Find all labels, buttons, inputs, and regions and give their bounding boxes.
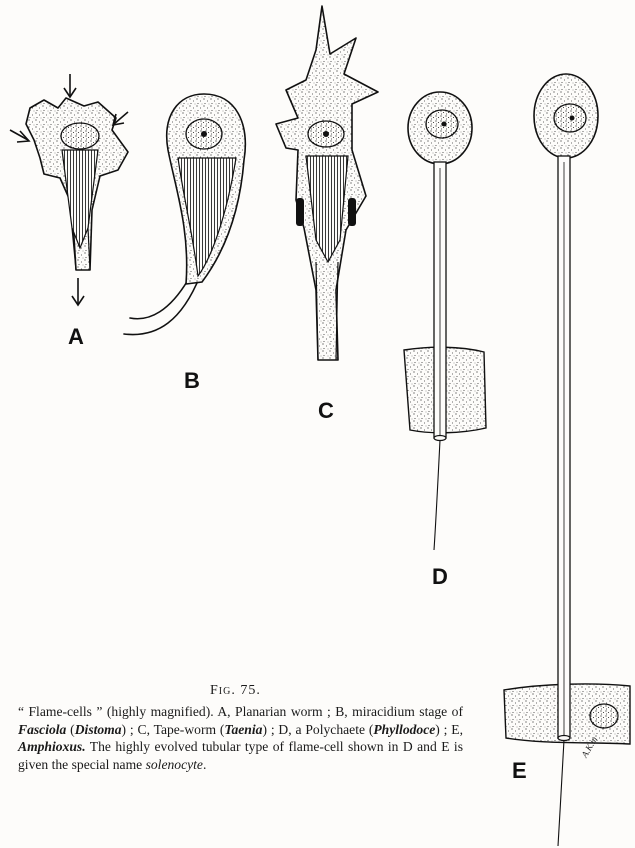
cell-e-tissue-nucleus — [590, 704, 618, 728]
caption-text: ) ; E, — [435, 722, 463, 737]
caption-genus: Fasciola — [18, 722, 66, 737]
cell-a-planarian — [10, 74, 128, 305]
label-d: D — [432, 566, 448, 588]
caption-term: solenocyte — [146, 757, 203, 772]
caption-text: ) ; D, a Polychaete ( — [262, 722, 373, 737]
figure-caption: “ Flame-cells ” (highly magnified). A, P… — [18, 703, 463, 773]
caption-text: . — [203, 757, 206, 772]
caption-text: ) ; C, Tape-worm ( — [122, 722, 225, 737]
figure-number: Fig. 75. — [210, 683, 261, 699]
label-b: B — [184, 370, 200, 392]
caption-genus: Distoma — [75, 722, 122, 737]
cell-a-nucleus — [61, 123, 99, 149]
label-a: A — [68, 326, 84, 348]
caption-text: “ Flame-cells ” (highly magnified). A, P… — [18, 704, 463, 719]
label-e: E — [512, 760, 527, 782]
caption-genus: Phyllodoce — [373, 722, 435, 737]
label-c: C — [318, 400, 334, 422]
cell-e-flagellum — [558, 740, 564, 846]
cell-c-tapeworm — [276, 6, 378, 360]
cell-b-tube — [124, 276, 200, 335]
caption-genus: Amphioxus. — [18, 739, 86, 754]
cell-d-flagellum — [434, 440, 440, 550]
caption-text: ( — [66, 722, 74, 737]
cell-b-miracidium — [124, 94, 245, 335]
caption-genus: Taenia — [224, 722, 262, 737]
cell-e-amphioxus — [504, 74, 630, 846]
caption-text: The highly evolved tubular type of flame… — [18, 739, 463, 772]
cell-d-polychaete — [404, 92, 486, 550]
